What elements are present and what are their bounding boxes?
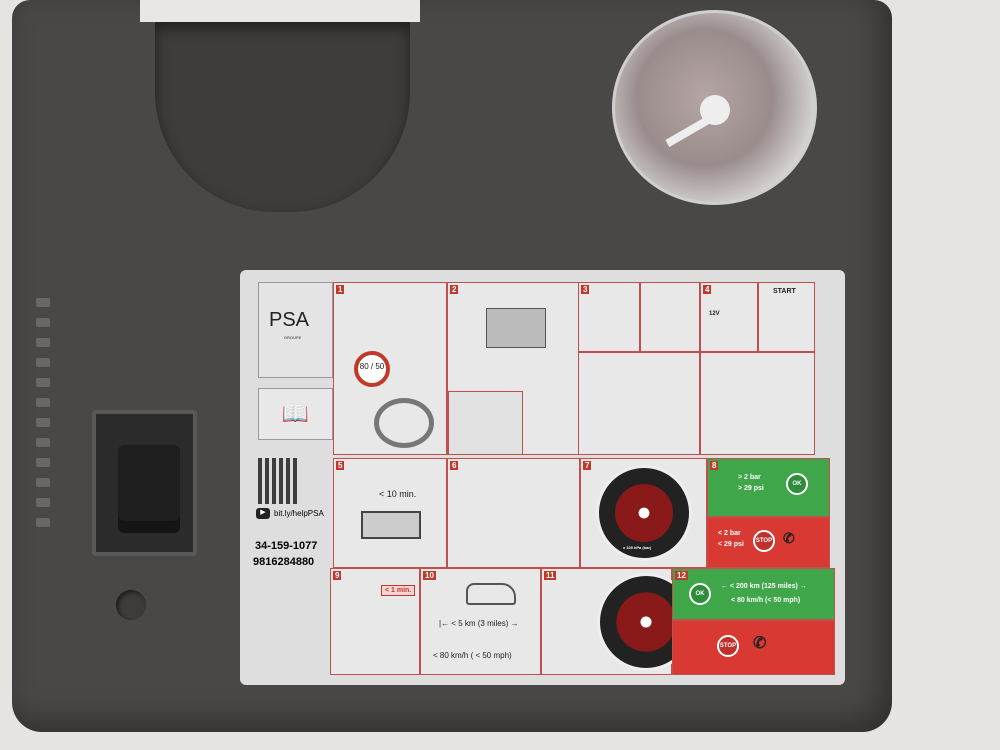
help-link: bit.ly/helpPSA (274, 509, 324, 518)
ok-icon: OK (786, 473, 808, 495)
step-4-connect (700, 352, 815, 455)
vent (36, 338, 50, 347)
car-icon (466, 583, 516, 605)
stop-icon: STOP (717, 635, 739, 657)
step-8-stop: < 2 bar < 29 psi STOP ✆ (707, 517, 830, 568)
time-limit: < 1 min. (381, 585, 416, 596)
step-3b (640, 282, 700, 352)
start-label: START (773, 288, 796, 295)
vent (36, 518, 50, 527)
steering-wheel-icon (374, 398, 434, 448)
speed-limit-sign: 80 / 50 (354, 351, 390, 387)
vent (36, 298, 50, 307)
ok-pressure-psi: > 29 psi (738, 485, 764, 492)
vent (36, 398, 50, 407)
power-rocker-switch[interactable] (118, 445, 180, 533)
ok-icon: OK (689, 583, 711, 605)
top-notch (140, 0, 420, 22)
step-6: 6 (447, 458, 580, 568)
distance-limit: |← < 5 km (3 miles) → (439, 619, 519, 628)
gauge-unit: x 100 kPa (bar) (623, 545, 652, 550)
reference-number: 9816284880 (253, 556, 315, 568)
step-3: 3 (578, 282, 640, 352)
vent (36, 458, 50, 467)
switch-drawing (361, 511, 421, 539)
brand-box: PSA GROUPE (258, 282, 333, 378)
step-1: 1 80 / 50 (333, 282, 447, 455)
step-3-connect (578, 352, 700, 455)
part-number: 34-159-1077 (255, 540, 318, 552)
step-12-ok: 12 OK ← < 200 km (125 miles) → < 80 km/h… (672, 568, 835, 620)
bottle-cradle (155, 22, 410, 212)
time-limit: < 10 min. (379, 489, 417, 499)
speed-limit: < 80 km/h ( < 50 mph) (433, 651, 512, 660)
vent (36, 358, 50, 367)
vent (36, 418, 50, 427)
step-4: 4 12V (700, 282, 758, 352)
step-8-ok: 8 > 2 bar > 29 psi OK (707, 458, 830, 517)
vent (36, 318, 50, 327)
step-4-start: START (758, 282, 815, 352)
step-10: 10 |← < 5 km (3 miles) → < 80 km/h ( < 5… (420, 568, 541, 675)
ok-pressure-bar: > 2 bar (738, 474, 761, 481)
stop-icon: STOP (753, 530, 775, 552)
step-11: 11 (541, 568, 695, 675)
stop-pressure-psi: < 29 psi (718, 541, 744, 548)
brand-logo: PSA (269, 309, 310, 331)
hose-port (116, 590, 146, 620)
step-9: 9 < 1 min. (330, 568, 420, 675)
step-7: 7 x 100 kPa (bar) (580, 458, 707, 568)
step-2: 2 (447, 282, 579, 455)
voltage-label: 12V (709, 311, 720, 317)
phone-tow-icon: ✆ (753, 635, 767, 652)
valve-inset (448, 391, 523, 455)
vent (36, 478, 50, 487)
qr-code (258, 458, 300, 504)
stop-pressure-bar: < 2 bar (718, 530, 741, 537)
step-5: 5 < 10 min. (333, 458, 447, 568)
step-12-stop: STOP ✆ (672, 620, 835, 675)
speed-limit: < 80 km/h (< 50 mph) (731, 597, 801, 604)
manual-info-icon: 📖 (258, 388, 333, 440)
vent (36, 378, 50, 387)
vent (36, 438, 50, 447)
pressure-gauge (612, 10, 817, 205)
play-icon: ▶ (256, 508, 270, 519)
compressor-drawing (486, 308, 546, 348)
gauge-hub (700, 95, 730, 125)
distance-limit: ← < 200 km (125 miles) → (721, 583, 807, 590)
phone-tow-icon: ✆ (783, 530, 795, 546)
gauge-drawing (596, 465, 692, 561)
brand-sub: GROUPE (284, 335, 302, 340)
vent (36, 498, 50, 507)
